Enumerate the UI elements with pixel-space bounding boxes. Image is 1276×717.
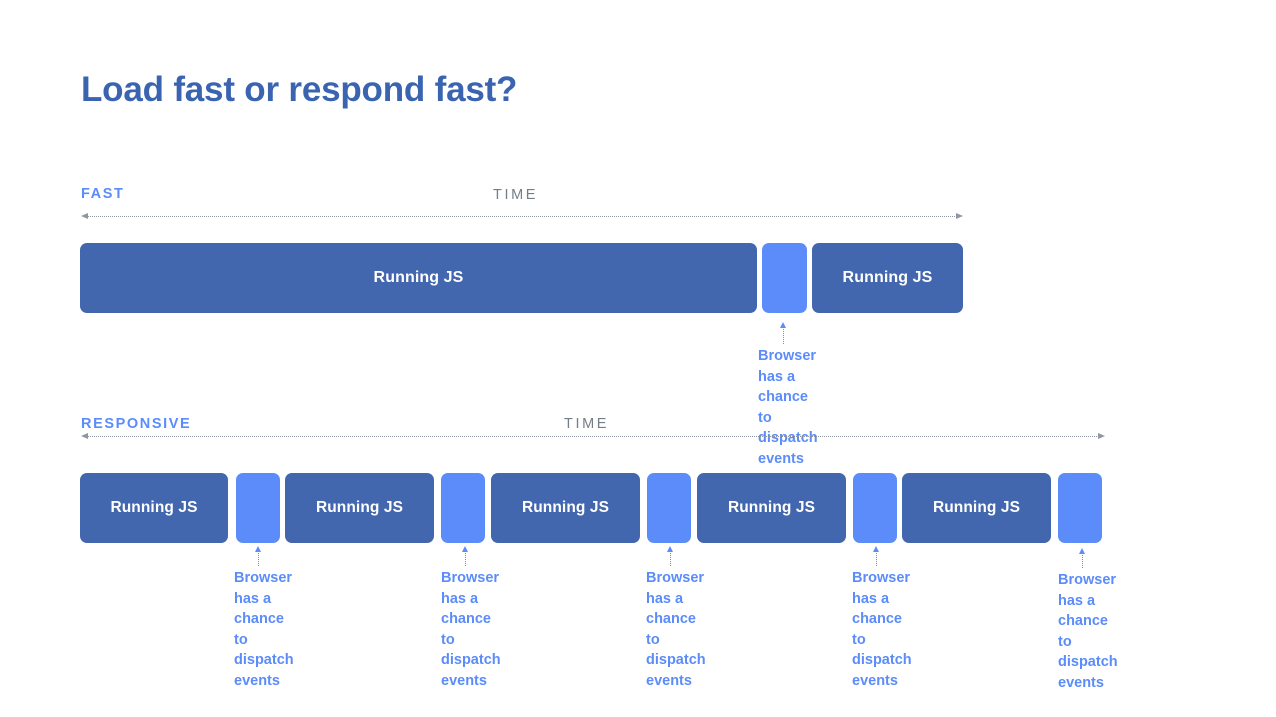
timeline-block-idle[interactable]	[853, 473, 897, 543]
timeline-block-idle[interactable]	[647, 473, 691, 543]
callout-text: Browser has a chance to dispatch events	[758, 348, 818, 467]
block-label: Running JS	[110, 499, 198, 516]
timeline-block-running-js[interactable]: Running JS	[902, 473, 1051, 543]
callout-text: Browser has a chance to dispatch events	[1058, 572, 1118, 691]
timeline-block-running-js[interactable]: Running JS	[80, 473, 228, 543]
callout-connector-arrow-icon	[462, 546, 469, 566]
section-label-fast: FAST	[81, 186, 125, 202]
timeline-block-running-js[interactable]: Running JS	[285, 473, 434, 543]
block-label: Running JS	[521, 499, 610, 516]
block-label: Running JS	[727, 499, 816, 516]
timeline-block-idle[interactable]	[762, 243, 807, 313]
section-label-responsive: RESPONSIVE	[81, 416, 192, 432]
callout-connector-arrow-icon	[873, 546, 880, 566]
axis-arrow-right-icon	[956, 213, 963, 219]
timeline-block-idle[interactable]	[236, 473, 280, 543]
callout-connector-arrow-icon	[780, 322, 787, 344]
callout-text: Browser has a chance to dispatch events	[852, 570, 912, 689]
callout-connector-arrow-icon	[1079, 548, 1086, 568]
callout-connector-arrow-icon	[667, 546, 674, 566]
block-label: Running JS	[932, 499, 1021, 516]
axis-dotted-line	[88, 216, 955, 217]
timeline-block-running-js[interactable]: Running JS	[812, 243, 963, 313]
callout-text: Browser has a chance to dispatch events	[646, 570, 706, 689]
timeline-block-running-js[interactable]: Running JS	[80, 243, 757, 313]
timeline-block-running-js[interactable]: Running JS	[697, 473, 846, 543]
timeline-block-idle[interactable]	[1058, 473, 1102, 543]
callout-connector-arrow-icon	[255, 546, 262, 566]
axis-dotted-line	[88, 436, 1097, 437]
block-label: Running JS	[315, 499, 404, 516]
callout-text: Browser has a chance to dispatch events	[441, 570, 501, 689]
block-label: Running JS	[373, 269, 464, 286]
time-axis-fast	[81, 213, 963, 220]
page-title: Load fast or respond fast?	[81, 70, 518, 109]
axis-arrow-left-icon	[81, 213, 88, 219]
block-label: Running JS	[842, 269, 933, 286]
time-label-responsive: TIME	[564, 416, 610, 432]
timeline-block-idle[interactable]	[441, 473, 485, 543]
callout-text: Browser has a chance to dispatch events	[234, 570, 294, 689]
axis-arrow-left-icon	[81, 433, 88, 439]
time-label-fast: TIME	[493, 187, 539, 203]
time-axis-responsive	[81, 433, 1105, 440]
axis-arrow-right-icon	[1098, 433, 1105, 439]
timeline-block-running-js[interactable]: Running JS	[491, 473, 640, 543]
